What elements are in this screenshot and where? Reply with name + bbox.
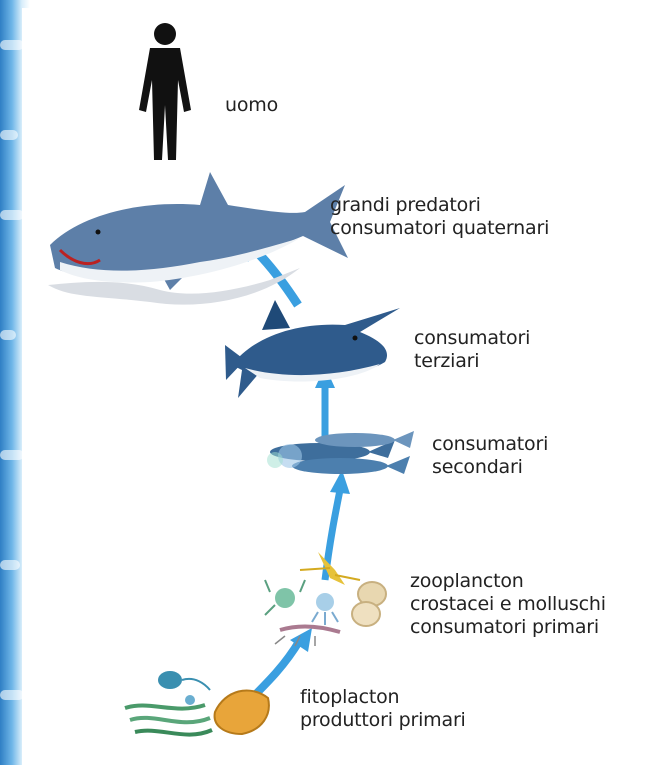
swordfish-icon — [225, 300, 400, 398]
shark-icon — [48, 172, 348, 305]
label-consumatori-terziari: consumatori terziari — [414, 327, 530, 373]
label-line: consumatori primari — [410, 616, 606, 639]
label-fitoplacton: fitoplacton produttori primari — [300, 686, 466, 732]
label-line: zooplancton — [410, 570, 606, 593]
label-grandi-predatori: grandi predatori consumatori quaternari — [330, 194, 549, 240]
label-line: grandi predatori — [330, 194, 549, 217]
phytoplankton-icon — [125, 671, 269, 735]
label-line: secondari — [432, 456, 548, 479]
label-line: terziari — [414, 350, 530, 373]
label-line: uomo — [225, 94, 278, 117]
label-line: fitoplacton — [300, 686, 466, 709]
small-fish-icon — [267, 431, 414, 474]
zooplankton-icon — [265, 552, 386, 646]
label-uomo: uomo — [225, 94, 278, 117]
label-line: consumatori — [432, 433, 548, 456]
human-silhouette-icon — [139, 23, 191, 160]
label-line: consumatori — [414, 327, 530, 350]
label-consumatori-secondari: consumatori secondari — [432, 433, 548, 479]
label-zooplancton: zooplancton crostacei e molluschi consum… — [410, 570, 606, 639]
label-line: consumatori quaternari — [330, 217, 549, 240]
label-line: crostacei e molluschi — [410, 593, 606, 616]
label-line: produttori primari — [300, 709, 466, 732]
